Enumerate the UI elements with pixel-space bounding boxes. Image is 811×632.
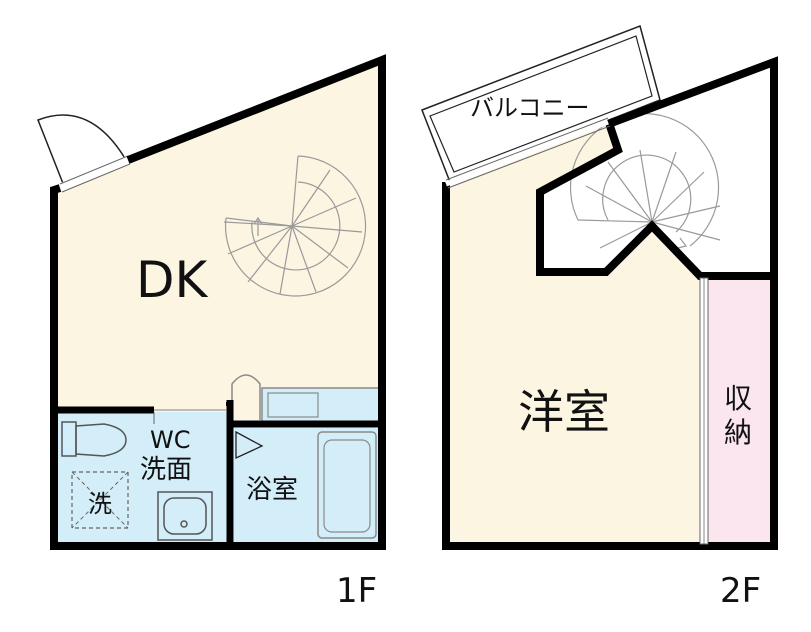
floor-2-label: 2F [720,571,761,611]
floor-1: DK WC 洗面 洗 浴室 1F [37,54,386,611]
bathtub [317,431,377,539]
western-room-label: 洋室 [518,385,610,439]
dk-room [56,60,382,420]
balcony-label: バルコニー [470,94,590,122]
storage-label-1: 収 [724,382,752,415]
storage [706,280,772,544]
door-opening [58,155,130,193]
laundry-area [71,471,129,529]
laundry-label: 洗 [88,490,112,518]
kitchen-sink [267,392,319,418]
toilet-icon [61,421,127,457]
bath-door [235,430,264,460]
wall-2f-outer [442,56,778,550]
bath-label: 浴室 [246,475,298,505]
western-room [446,124,704,544]
spiral-stair-1f [223,155,367,297]
wash-label: 洗面 [140,455,192,485]
wall-1f-outer [50,54,386,550]
wash-basin-icon [157,491,213,541]
balcony [421,25,661,183]
spiral-stair-2f [569,113,721,249]
dk-label: DK [136,251,209,309]
wc-label: WC [150,426,191,454]
wc-wash-room [58,412,230,544]
floor-1-label: 1F [336,571,377,611]
fridge-outline [231,374,261,420]
wall-2f-stair [536,118,774,280]
storage-label-2: 納 [724,416,752,449]
floor-2: バルコニー 洋室 収 納 2F [421,25,778,611]
